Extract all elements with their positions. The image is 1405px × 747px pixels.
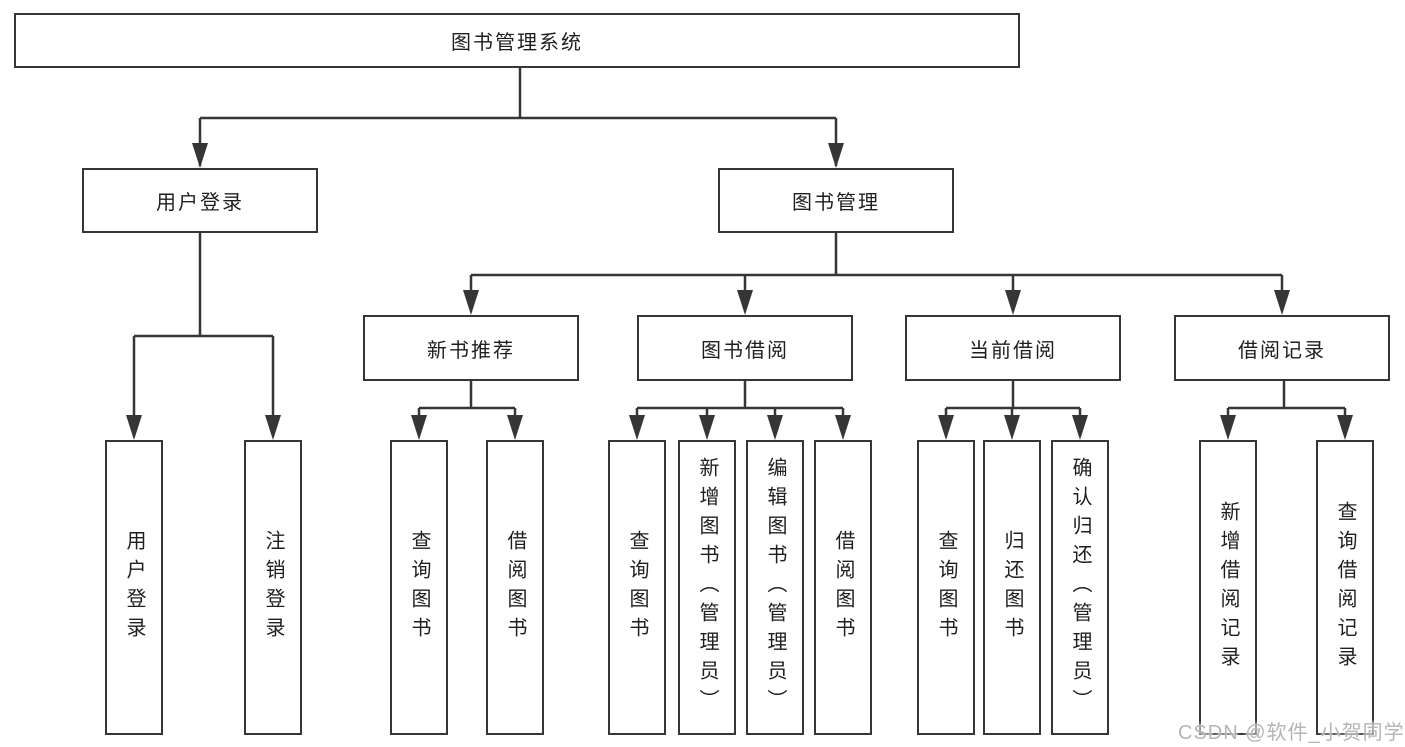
- leaf-confirm-return-admin: 确认归还（管理员）: [1051, 440, 1109, 735]
- leaf-user-login: 用户登录: [105, 440, 163, 735]
- node-book-management: 图书管理: [718, 168, 954, 233]
- leaf-query-books-current: 查询图书: [917, 440, 975, 735]
- node-user-login: 用户登录: [82, 168, 318, 233]
- arrowheads: [126, 143, 1353, 440]
- node-current-borrowing: 当前借阅: [905, 315, 1121, 381]
- leaf-logout: 注销登录: [244, 440, 302, 735]
- node-root: 图书管理系统: [14, 13, 1020, 68]
- node-new-book-recommend: 新书推荐: [363, 315, 579, 381]
- node-borrowing-records: 借阅记录: [1174, 315, 1390, 381]
- leaf-add-book-admin: 新增图书（管理员）: [678, 440, 736, 735]
- node-book-borrowing: 图书借阅: [637, 315, 853, 381]
- leaf-borrow-books-recommend: 借阅图书: [486, 440, 544, 735]
- leaf-edit-book-admin: 编辑图书（管理员）: [746, 440, 804, 735]
- leaf-add-borrow-record: 新增借阅记录: [1199, 440, 1257, 735]
- leaf-return-books: 归还图书: [983, 440, 1041, 735]
- leaf-query-books-recommend: 查询图书: [390, 440, 448, 735]
- csdn-watermark: CSDN @软件_小贺同学: [1178, 722, 1405, 744]
- leaf-query-borrow-record: 查询借阅记录: [1316, 440, 1374, 735]
- leaf-borrow-books-borrowing: 借阅图书: [814, 440, 872, 735]
- leaf-query-books-borrowing: 查询图书: [608, 440, 666, 735]
